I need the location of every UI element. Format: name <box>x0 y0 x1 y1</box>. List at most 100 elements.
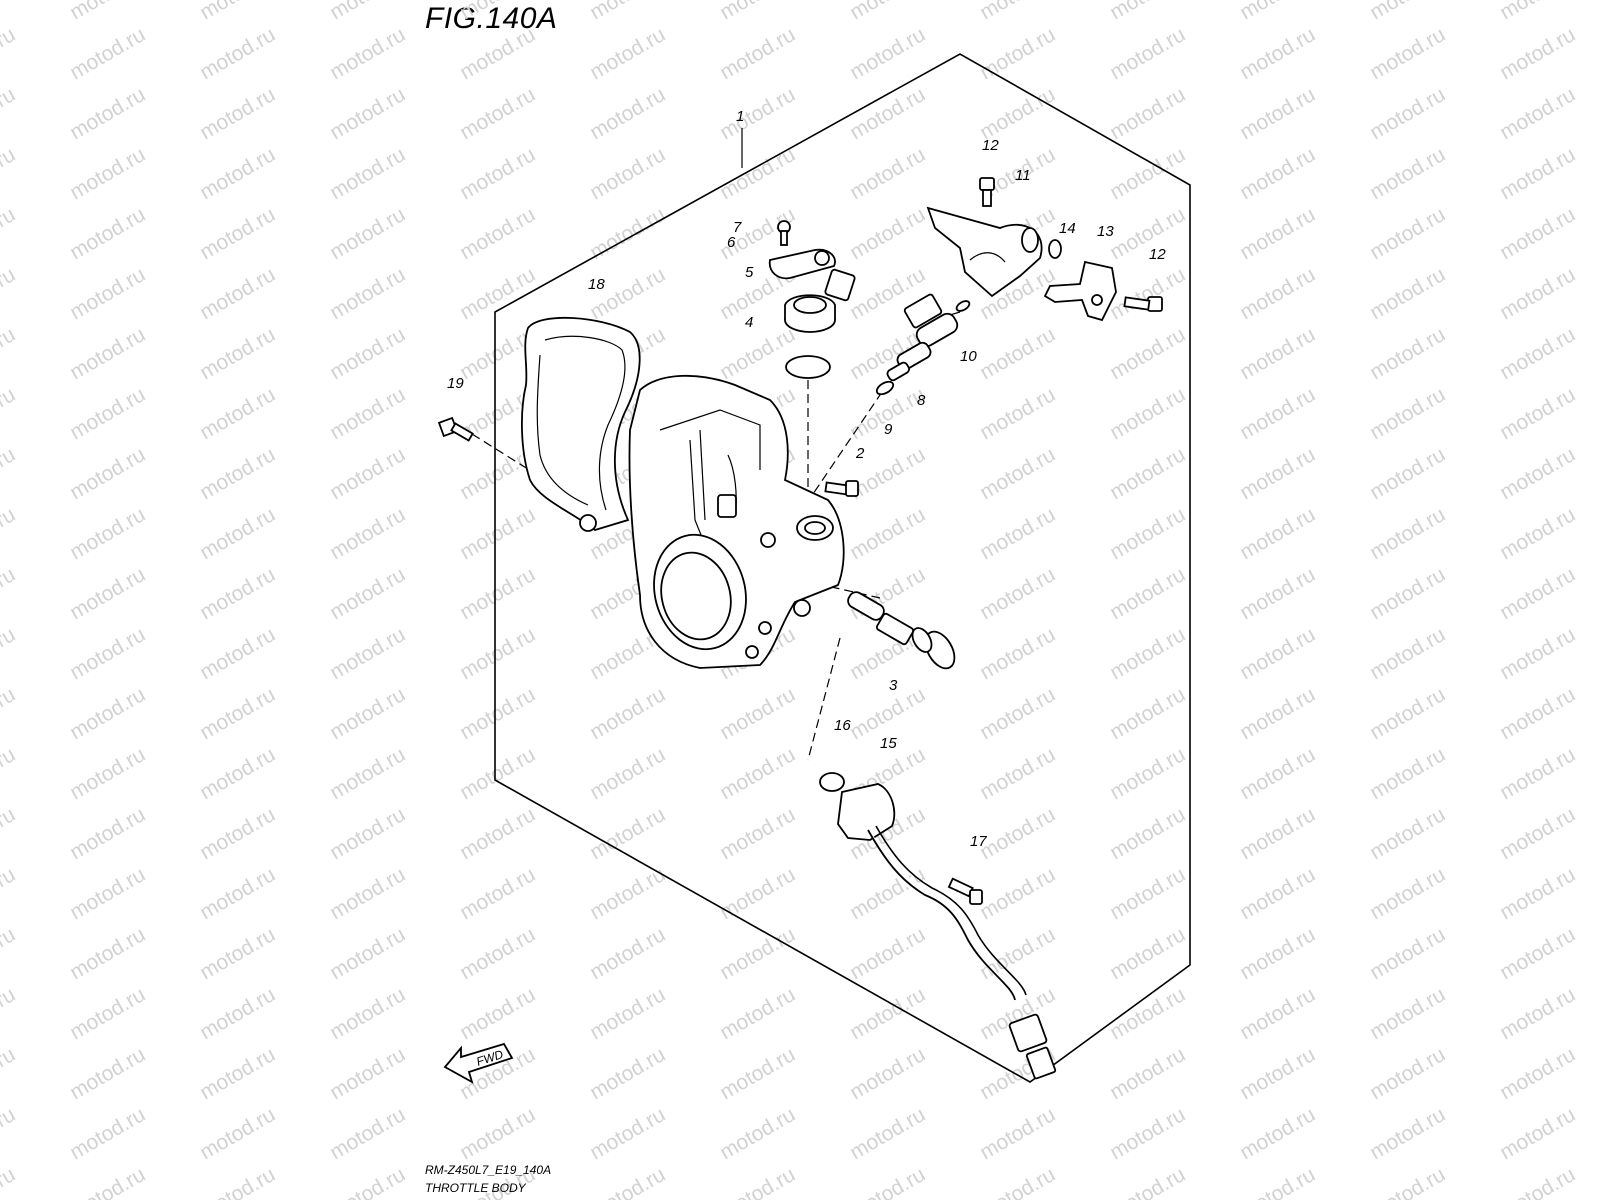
watermark-text: motod.ru <box>586 1043 669 1104</box>
watermark-text: motod.ru <box>66 683 149 744</box>
watermark-text: motod.ru <box>66 503 149 564</box>
watermark-text: motod.ru <box>976 0 1059 24</box>
watermark-text: motod.ru <box>1106 143 1189 204</box>
watermark-text: motod.ru <box>1106 263 1189 324</box>
watermark-text: motod.ru <box>326 23 409 84</box>
watermark-text: motod.ru <box>716 83 799 144</box>
watermark-text: motod.ru <box>326 0 409 24</box>
watermark-text: motod.ru <box>0 803 19 864</box>
watermark-text: motod.ru <box>1496 623 1579 684</box>
watermark-text: motod.ru <box>1106 1043 1189 1104</box>
watermark-text: motod.ru <box>716 23 799 84</box>
watermark-text: motod.ru <box>326 863 409 924</box>
watermark-text: motod.ru <box>1366 1163 1449 1200</box>
watermark-text: motod.ru <box>1496 0 1579 24</box>
watermark-text: motod.ru <box>846 0 929 24</box>
watermark-text: motod.ru <box>0 263 19 324</box>
watermark-text: motod.ru <box>1366 563 1449 624</box>
callout-label-hose-joint: 13 <box>1097 223 1114 240</box>
watermark-text: motod.ru <box>586 143 669 204</box>
watermark-text: motod.ru <box>196 0 279 24</box>
watermark-text: motod.ru <box>1366 743 1449 804</box>
watermark-text: motod.ru <box>0 143 19 204</box>
watermark-text: motod.ru <box>716 683 799 744</box>
watermark-text: motod.ru <box>0 623 19 684</box>
watermark-text: motod.ru <box>1236 503 1319 564</box>
watermark-text: motod.ru <box>976 23 1059 84</box>
watermark-text: motod.ru <box>846 1103 929 1164</box>
watermark-text: motod.ru <box>1236 623 1319 684</box>
watermark-text: motod.ru <box>1366 623 1449 684</box>
watermark-text: motod.ru <box>196 83 279 144</box>
watermark-text: motod.ru <box>326 743 409 804</box>
watermark-text: motod.ru <box>1496 23 1579 84</box>
watermark-text: motod.ru <box>0 563 19 624</box>
watermark-text: motod.ru <box>1106 203 1189 264</box>
watermark-text: motod.ru <box>326 203 409 264</box>
watermark-text: motod.ru <box>1236 923 1319 984</box>
watermark-text: motod.ru <box>196 1043 279 1104</box>
watermark-text: motod.ru <box>326 443 409 504</box>
watermark-text: motod.ru <box>1496 263 1579 324</box>
watermark-text: motod.ru <box>1236 203 1319 264</box>
watermark-text: motod.ru <box>0 443 19 504</box>
figure-title: FIG.140A <box>425 2 558 35</box>
callout-label-cover: 18 <box>588 276 605 293</box>
callout-label-bolt: 17 <box>970 833 987 850</box>
watermark-text: motod.ru <box>326 683 409 744</box>
callout-label-fuel-injector: 8 <box>917 392 926 409</box>
watermark-text: motod.ru <box>326 263 409 324</box>
watermark-text: motod.ru <box>0 1043 19 1104</box>
watermark-text: motod.ru <box>846 923 929 984</box>
watermark-text: motod.ru <box>846 1043 929 1104</box>
watermark-text: motod.ru <box>1106 683 1189 744</box>
watermark-text: motod.ru <box>976 863 1059 924</box>
watermark-text: motod.ru <box>1106 503 1189 564</box>
watermark-text: motod.ru <box>586 683 669 744</box>
watermark-text: motod.ru <box>326 1103 409 1164</box>
watermark-text: motod.ru <box>1366 23 1449 84</box>
watermark-text: motod.ru <box>326 983 409 1044</box>
watermark-text: motod.ru <box>1236 683 1319 744</box>
watermark-text: motod.ru <box>1236 443 1319 504</box>
watermark-text: motod.ru <box>846 83 929 144</box>
watermark-text: motod.ru <box>976 83 1059 144</box>
fuel-pipe-part <box>926 206 1043 298</box>
watermark-text: motod.ru <box>1496 743 1579 804</box>
o-ring-part <box>785 355 831 379</box>
watermark-text: motod.ru <box>716 983 799 1044</box>
watermark-text: motod.ru <box>1366 1103 1449 1164</box>
watermark-text: motod.ru <box>196 503 279 564</box>
bolt-part <box>947 877 983 905</box>
watermark-text: motod.ru <box>196 803 279 864</box>
watermark-text: motod.ru <box>976 923 1059 984</box>
watermark-text: motod.ru <box>1496 563 1579 624</box>
watermark-text: motod.ru <box>1106 803 1189 864</box>
o-ring-part <box>1048 239 1062 259</box>
watermark-text: motod.ru <box>586 0 669 24</box>
watermark-text: motod.ru <box>326 923 409 984</box>
watermark-text: motod.ru <box>66 803 149 864</box>
watermark-text: motod.ru <box>1106 83 1189 144</box>
watermark-text: motod.ru <box>196 143 279 204</box>
watermark-text: motod.ru <box>1366 803 1449 864</box>
watermark-text: motod.ru <box>456 983 539 1044</box>
watermark-text: motod.ru <box>0 683 19 744</box>
watermark-text: motod.ru <box>1496 923 1579 984</box>
watermark-text: motod.ru <box>1496 143 1579 204</box>
watermark-text: motod.ru <box>196 623 279 684</box>
watermark-text: motod.ru <box>846 23 929 84</box>
watermark-text: motod.ru <box>0 203 19 264</box>
watermark-text: motod.ru <box>716 923 799 984</box>
screw-part <box>777 220 791 246</box>
watermark-text: motod.ru <box>1106 743 1189 804</box>
watermark-text: motod.ru <box>66 563 149 624</box>
watermark-text: motod.ru <box>1236 803 1319 864</box>
watermark-text: motod.ru <box>66 983 149 1044</box>
watermark-text: motod.ru <box>976 1163 1059 1200</box>
callout-label-bolt: 19 <box>447 375 464 392</box>
bracket-part <box>768 248 836 280</box>
watermark-text: motod.ru <box>976 323 1059 384</box>
watermark-text: motod.ru <box>716 863 799 924</box>
watermark-text: motod.ru <box>326 623 409 684</box>
